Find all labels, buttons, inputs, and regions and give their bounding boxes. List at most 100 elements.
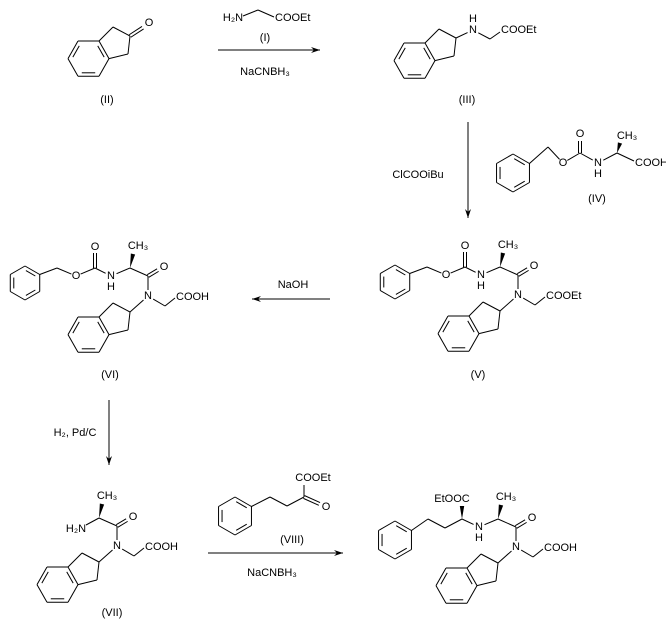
arrow-step5 (208, 550, 343, 556)
single-bond (534, 296, 546, 306)
single-bond (455, 32, 468, 39)
single-bond (39, 267, 58, 275)
compound-label-VIII: (VIII) (280, 534, 304, 546)
single-bond (116, 267, 131, 275)
compound-label-V: (V) (471, 369, 486, 381)
atom-label: O (129, 511, 138, 523)
aromatic-inner-bond (97, 321, 105, 334)
atom-label: COOH (145, 541, 178, 553)
single-bond (567, 152, 581, 161)
atom-label: H (594, 168, 602, 180)
atom-label: H (107, 281, 115, 293)
single-bond (80, 267, 96, 275)
aromatic-inner-bond (235, 523, 247, 531)
single-bond (152, 298, 166, 307)
compound-label-VII: (VII) (102, 607, 123, 619)
single-bond (478, 32, 491, 40)
aromatic-inner-bond (442, 320, 450, 333)
single-bond (96, 561, 100, 581)
single-bond (67, 552, 83, 568)
aromatic-inner-bond (513, 180, 525, 188)
ring-bond (437, 333, 449, 352)
ring-bond (378, 549, 396, 560)
wedge-bond (99, 503, 105, 518)
aromatic-inner-bond (440, 572, 448, 585)
single-bond (108, 329, 129, 336)
single-bond (603, 152, 618, 161)
aromatic-inner-bond (235, 501, 247, 509)
single-bond (520, 549, 534, 558)
ring-bond (496, 182, 514, 193)
ring-bond (435, 567, 447, 586)
single-bond (522, 297, 536, 306)
atom-label: N (144, 290, 152, 302)
atom-label: N (594, 157, 602, 169)
double-bond (115, 518, 127, 526)
atom-label: CH₃ (498, 239, 518, 251)
ring-bond (394, 520, 412, 531)
aromatic-inner-bond (72, 45, 80, 58)
ring-bond (394, 549, 412, 560)
wedge-bond (130, 253, 136, 268)
reagent-step4: H₂, Pd/C (54, 427, 97, 439)
ring-bond (512, 153, 530, 164)
ring-bond (98, 58, 110, 77)
aromatic-inner-bond (423, 47, 431, 60)
atom-label: H₂N (223, 12, 243, 24)
single-bond (77, 579, 98, 586)
atom-label: COOH (635, 157, 666, 169)
single-bond (94, 267, 106, 274)
aromatic-inner-bond (395, 288, 406, 295)
arrow-head (465, 209, 471, 218)
single-bond (464, 266, 476, 273)
ring-bond (234, 496, 252, 507)
wedge-bond (617, 142, 623, 153)
aromatic-inner-bond (25, 289, 36, 296)
compound-label-II: (II) (100, 94, 113, 106)
ring-bond (468, 315, 480, 334)
single-bond (427, 518, 446, 529)
aromatic-inner-bond (395, 547, 407, 555)
atom-label: N (475, 521, 483, 533)
arrow-head (311, 47, 320, 53)
single-bond (616, 152, 635, 162)
atom-label: O (72, 270, 81, 282)
single-bond (434, 55, 455, 62)
double-bond (516, 521, 527, 529)
aromatic-inner-bond (395, 525, 407, 533)
arrow-head (252, 296, 261, 302)
aromatic-inner-bond (465, 572, 473, 585)
ring-bond (24, 291, 40, 301)
single-bond (121, 548, 135, 557)
single-bond (444, 518, 463, 529)
atom-label: H (477, 280, 485, 292)
single-bond (129, 299, 144, 313)
ring-bond (67, 316, 79, 335)
aromatic-inner-bond (398, 47, 406, 60)
single-bond (85, 517, 100, 526)
ring-bond (393, 42, 405, 61)
single-bond (468, 301, 484, 317)
ring-bond (10, 291, 26, 301)
single-bond (127, 35, 131, 55)
single-bond (81, 552, 100, 563)
single-bond (269, 496, 288, 507)
arrow-step3 (252, 296, 330, 302)
compound-label-VI: (VI) (101, 369, 119, 381)
double-bond (516, 267, 528, 275)
ring-bond (67, 58, 79, 77)
single-bond (112, 302, 131, 313)
reagent-step3: NaOH (278, 279, 309, 291)
single-bond (438, 28, 457, 39)
single-bond (480, 553, 499, 564)
aromatic-inner-bond (513, 158, 525, 166)
aromatic-inner-bond (41, 571, 49, 584)
ring-bond (36, 584, 48, 603)
atom-label: O (91, 241, 100, 253)
single-bond (466, 553, 482, 569)
atom-label: EtOOC (434, 493, 470, 505)
single-bond (112, 26, 131, 37)
single-bond (478, 328, 499, 335)
